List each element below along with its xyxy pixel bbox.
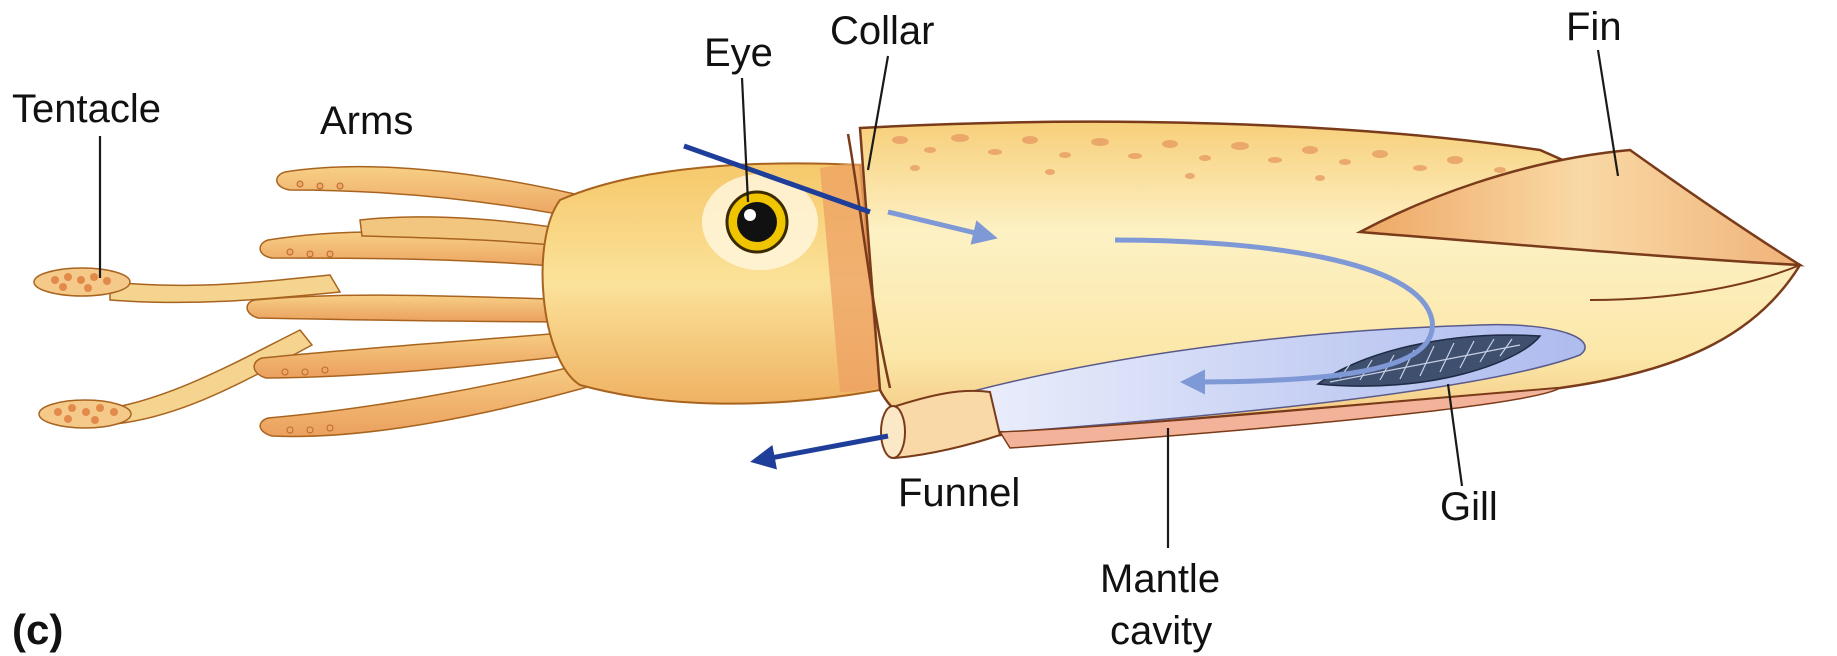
label-funnel: Funnel [898, 471, 1020, 515]
water-out-arrow [760, 436, 888, 460]
label-mantle-cavity-line2: cavity [1110, 609, 1212, 653]
tentacle-lower [39, 330, 312, 428]
panel-label: (c) [12, 606, 63, 653]
label-arms: Arms [320, 99, 413, 143]
label-eye: Eye [704, 31, 773, 75]
label-fin: Fin [1566, 5, 1622, 49]
label-mantle-cavity-line1: Mantle [1100, 557, 1220, 601]
label-collar: Collar [830, 9, 934, 53]
label-gill: Gill [1440, 485, 1498, 529]
label-tentacle: Tentacle [12, 87, 161, 131]
